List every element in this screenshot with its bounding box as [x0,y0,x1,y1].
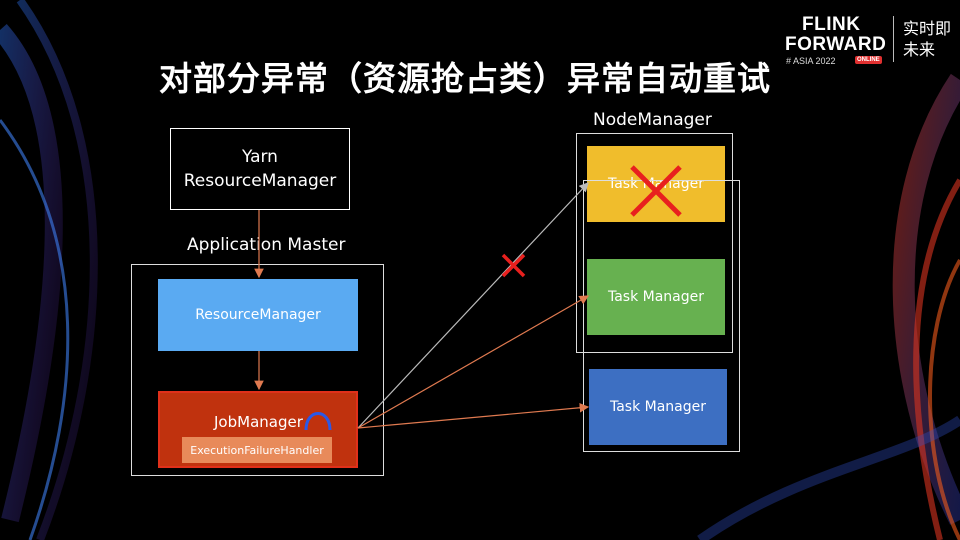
logo-line2: FORWARD [785,34,887,55]
task-manager-3: Task Manager [589,369,727,445]
job-manager-label: JobManager [214,413,303,431]
node-manager-label: NodeManager [593,110,712,130]
flink-forward-logo: FLINK FORWARD # ASIA 2022 ONLINE 实时即未来 [780,12,952,72]
slide-title: 对部分异常（资源抢占类）异常自动重试 [159,59,771,98]
logo-line3: # ASIA 2022 [786,56,836,66]
logo-separator [893,16,894,62]
application-master-label: Application Master [187,235,346,255]
logo-slogan: 实时即未来 [903,19,952,59]
job-manager-block: JobManager ExecutionFailureHandler [158,391,358,468]
yarn-rm-label: ResourceManager [183,171,337,191]
logo-badge: ONLINE [855,56,882,64]
resource-manager-block: ResourceManager [158,279,358,351]
logo-line1: FLINK [802,14,861,35]
yarn-resource-manager-box: Yarn ResourceManager [170,128,350,210]
yarn-label: Yarn [242,147,278,167]
task-manager-2: Task Manager [587,259,725,335]
execution-failure-handler: ExecutionFailureHandler [182,437,332,463]
